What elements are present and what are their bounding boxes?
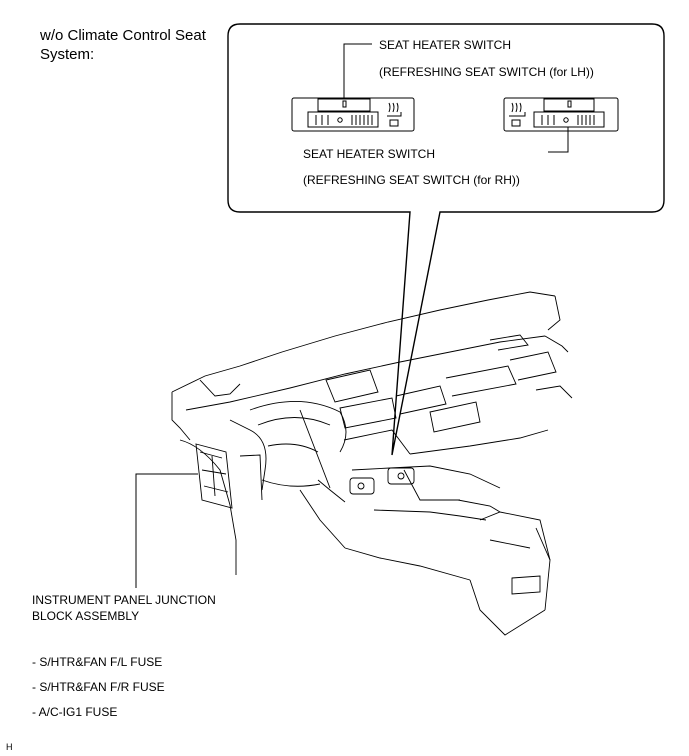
dashboard-drawing (171, 291, 573, 636)
lh-switch-drawing (291, 43, 415, 132)
lh-switch-label-line1: SEAT HEATER SWITCH (379, 38, 512, 52)
fuse-item: - A/C-IG1 FUSE (32, 705, 118, 719)
junction-leader (135, 473, 198, 588)
diagram-title-line2: System: (40, 46, 95, 63)
junction-block-label-line1: INSTRUMENT PANEL JUNCTION (32, 593, 216, 607)
rh-switch-label-line2: (REFRESHING SEAT SWITCH (for RH)) (303, 173, 520, 187)
figure-code: H (6, 742, 13, 752)
rh-switch-drawing (503, 97, 619, 153)
fuse-item: - S/HTR&FAN F/R FUSE (32, 680, 165, 694)
rh-switch-label-line1: SEAT HEATER SWITCH (303, 147, 436, 161)
fuse-item: - S/HTR&FAN F/L FUSE (32, 655, 163, 669)
junction-block-label-line2: BLOCK ASSEMBLY (32, 609, 140, 623)
lh-switch-label-line2: (REFRESHING SEAT SWITCH (for LH)) (379, 65, 594, 79)
diagram-title-line1: w/o Climate Control Seat (40, 27, 206, 44)
callout-box (227, 23, 665, 456)
